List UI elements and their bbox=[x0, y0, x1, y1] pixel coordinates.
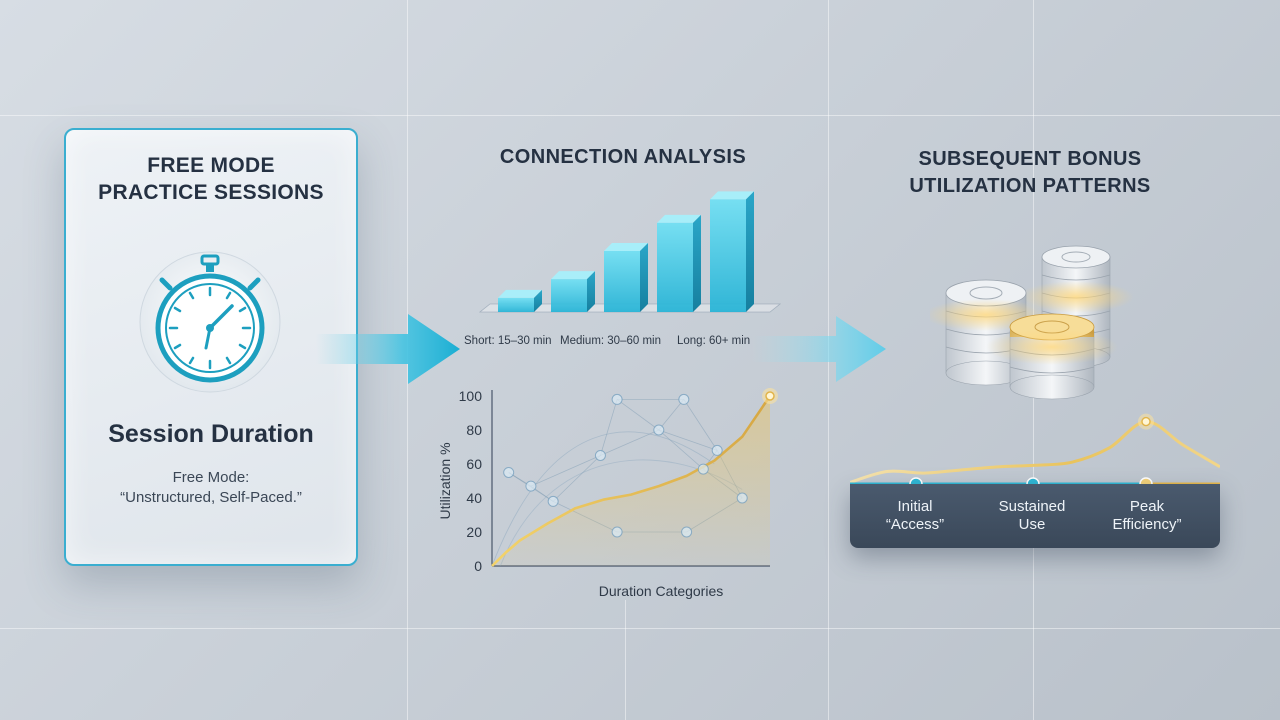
bonus-curve-line bbox=[850, 420, 1220, 484]
phase-sustained-use: Sustained Use bbox=[972, 498, 1092, 534]
stopwatch-icon bbox=[132, 240, 288, 396]
bonus-heading-line2: UTILIZATION PATTERNS bbox=[909, 175, 1151, 197]
scatter-node-2 bbox=[594, 450, 606, 461]
phase-sustained-line1: Sustained bbox=[998, 498, 1066, 515]
scatter-node-9 bbox=[681, 526, 693, 538]
utilization-line bbox=[491, 395, 772, 567]
bar-3 bbox=[657, 214, 701, 312]
bar-label-long: Long: 60+ min bbox=[677, 335, 751, 347]
session-duration-title: Session Duration bbox=[108, 420, 314, 448]
scatter-node-6 bbox=[697, 463, 709, 475]
line-end-point bbox=[765, 391, 775, 401]
bar-1 bbox=[551, 271, 595, 312]
panel-title: FREE MODE PRACTICE SESSIONS bbox=[66, 152, 356, 206]
y-tick-60: 60 bbox=[466, 456, 482, 472]
scatter-node-3 bbox=[611, 393, 623, 405]
arrow-right-icon-2 bbox=[752, 316, 886, 382]
arc-1 bbox=[491, 431, 715, 567]
y-axis-label: Utilization % bbox=[437, 442, 453, 519]
session-sub-line1: Free Mode: bbox=[172, 469, 250, 486]
phase-peak-line2: Efficiency” bbox=[1112, 516, 1182, 533]
grid-line-v4 bbox=[625, 600, 626, 720]
bar-label-medium: Medium: 30–60 min bbox=[560, 335, 661, 347]
y-tick-20: 20 bbox=[466, 524, 482, 540]
bar-4 bbox=[710, 191, 754, 312]
bonus-heading-line1: SUBSEQUENT BONUS bbox=[918, 148, 1142, 170]
phase-sustained-line2: Use bbox=[1018, 516, 1046, 533]
panel-title-line1: FREE MODE bbox=[147, 154, 275, 177]
y-tick-100: 100 bbox=[459, 388, 483, 404]
y-tick-80: 80 bbox=[466, 422, 482, 438]
scatter-node-7 bbox=[711, 444, 723, 456]
y-tick-0: 0 bbox=[474, 558, 482, 574]
panel-title-line2: PRACTICE SESSIONS bbox=[98, 181, 324, 204]
phase-initial-access: Initial “Access” bbox=[855, 498, 975, 534]
bar-0 bbox=[498, 289, 542, 312]
x-axis-label: Duration Categories bbox=[599, 583, 724, 599]
utilization-area bbox=[492, 396, 770, 566]
session-description: Free Mode: “Unstructured, Self-Paced.” bbox=[66, 468, 356, 508]
grid-line-h2 bbox=[0, 628, 1280, 629]
duration-bar-chart bbox=[478, 191, 782, 313]
connection-analysis-heading: CONNECTION ANALYSIS bbox=[499, 146, 747, 168]
session-sub-line2: “Unstructured, Self-Paced.” bbox=[120, 489, 302, 506]
phase-initial-line2: “Access” bbox=[885, 516, 945, 533]
phase-initial-line1: Initial bbox=[897, 498, 933, 515]
scatter-node-8 bbox=[611, 526, 623, 538]
bar-label-short: Short: 15–30 min bbox=[464, 335, 552, 347]
y-tick-40: 40 bbox=[466, 490, 482, 506]
scatter-node-0 bbox=[503, 467, 515, 478]
bonus-patterns-heading: SUBSEQUENT BONUS UTILIZATION PATTERNS bbox=[880, 146, 1180, 200]
coin-stack-icon bbox=[930, 245, 1134, 400]
phase-peak-line1: Peak bbox=[1129, 498, 1165, 515]
arrow-right-icon-1 bbox=[316, 314, 460, 384]
scatter-node-1 bbox=[525, 480, 537, 492]
phase-bar: Initial “Access” Sustained Use Peak Effi… bbox=[850, 484, 1220, 548]
bar-2 bbox=[604, 243, 648, 312]
scatter-node-10 bbox=[736, 492, 748, 504]
scatter-node-4 bbox=[653, 424, 665, 436]
phase-peak-efficiency: Peak Efficiency” bbox=[1087, 498, 1207, 534]
bonus-utilization-curve bbox=[850, 413, 1220, 490]
peak-point bbox=[1141, 416, 1151, 427]
scatter-node-5 bbox=[678, 393, 690, 405]
scatter-node-11 bbox=[547, 495, 559, 507]
grid-line-h1 bbox=[0, 115, 1280, 116]
free-mode-panel: FREE MODE PRACTICE SESSIONS bbox=[64, 128, 358, 566]
